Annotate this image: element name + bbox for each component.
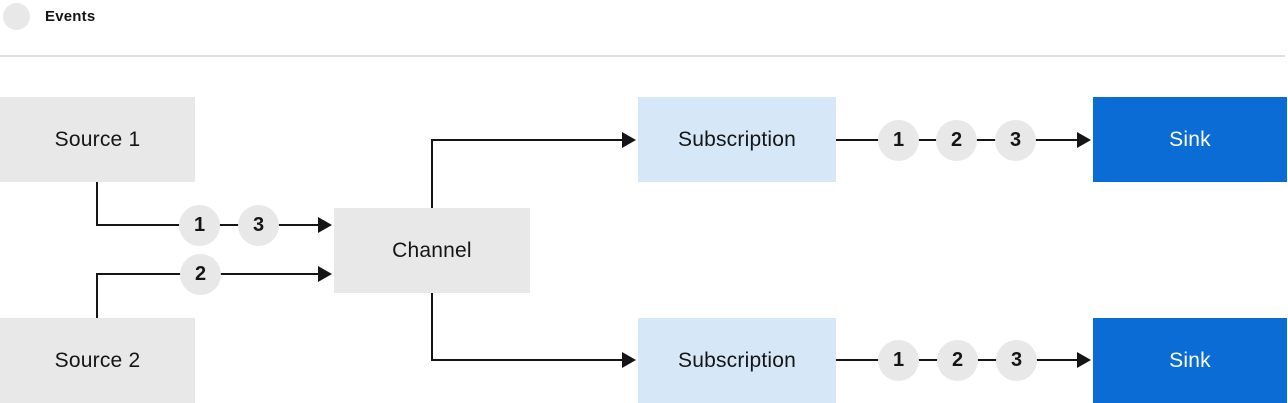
node-source-2-label: Source 2 [54,348,141,372]
arrowhead-source1-to-channel-icon [318,217,332,233]
node-subscription-bottom-label: Subscription [678,348,796,372]
event-circle: 3 [995,120,1036,161]
separator-line [0,55,1285,57]
event-circle: 2 [936,120,977,161]
node-subscription-top: Subscription [638,97,836,182]
arrowhead-channel-to-subscription-top-icon [622,132,636,148]
event-circle: 1 [878,120,919,161]
node-source-1: Source 1 [0,97,195,182]
event-circle: 3 [996,340,1037,381]
arrowhead-subscription-top-to-sink-icon [1077,132,1091,148]
node-channel-label: Channel [392,238,472,262]
node-source-1-label: Source 1 [54,127,141,151]
legend-events-label: Events [45,8,96,25]
event-circle: 2 [937,340,978,381]
event-circle: 1 [878,340,919,381]
connector-channel-to-subscription-top [431,139,622,208]
node-sink-bottom: Sink [1093,318,1287,403]
node-source-2: Source 2 [0,318,195,403]
arrowhead-subscription-bottom-to-sink-icon [1077,352,1091,368]
event-circle-icon [3,3,30,30]
node-subscription-top-label: Subscription [678,127,796,151]
node-sink-bottom-label: Sink [1169,348,1211,372]
node-sink-top-label: Sink [1169,127,1211,151]
arrowhead-source2-to-channel-icon [318,266,332,282]
event-circle: 1 [179,205,220,246]
arrowhead-channel-to-subscription-bottom-icon [622,352,636,368]
node-subscription-bottom: Subscription [638,318,836,403]
node-sink-top: Sink [1093,97,1287,182]
node-channel: Channel [334,208,530,293]
event-circle: 3 [238,205,279,246]
event-circle: 2 [180,254,221,295]
connector-channel-to-subscription-bottom [431,293,622,361]
